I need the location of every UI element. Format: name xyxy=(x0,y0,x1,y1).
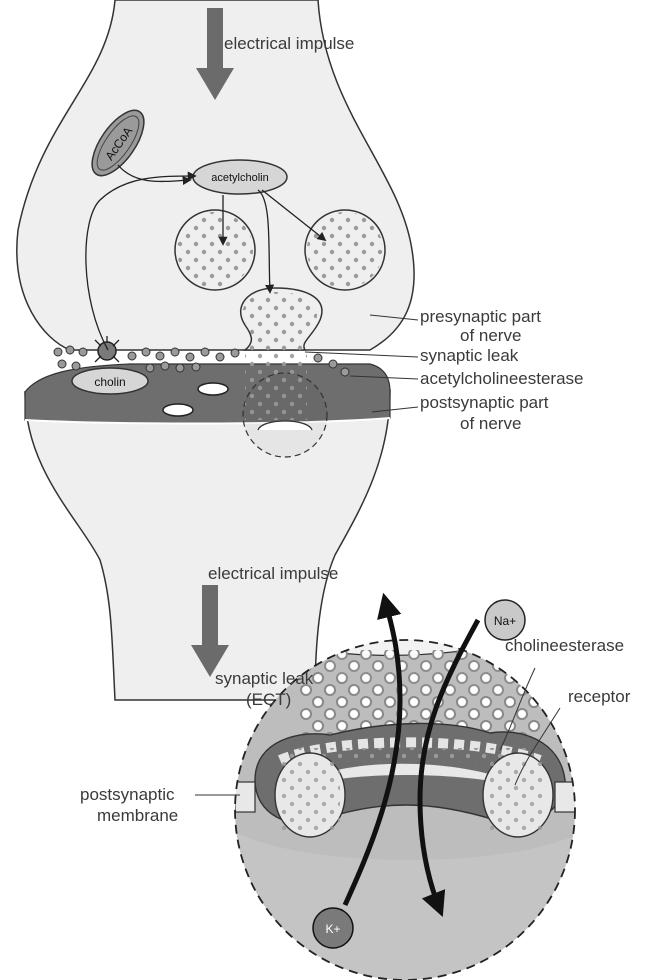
synaptic-leak-ect-label-line2: (ECT) xyxy=(246,690,291,710)
acetylcholin-label: acetylcholin xyxy=(211,172,268,184)
postsynaptic-membrane-label-line1: postsynaptic xyxy=(80,785,175,805)
presynaptic-label-line2: of nerve xyxy=(460,326,521,346)
cholineesterase-label: cholineesterase xyxy=(505,636,624,656)
receptor-label: receptor xyxy=(568,687,630,707)
na-ion-label: Na+ xyxy=(494,614,516,628)
acetylcholineesterase-label: acetylcholineesterase xyxy=(420,369,583,389)
membrane-pore xyxy=(198,383,228,395)
electrical-impulse-label-bottom: electrical impulse xyxy=(208,564,338,584)
postsynaptic-label-line1: postsynaptic part xyxy=(420,393,549,413)
synaptic-leak-label: synaptic leak xyxy=(420,346,518,366)
electrical-impulse-label-top: electrical impulse xyxy=(224,34,354,54)
synaptic-leak-ect-label-line1: synaptic leak xyxy=(215,669,313,689)
postsynaptic-membrane-label-line2: membrane xyxy=(97,806,178,826)
cholin-label: cholin xyxy=(94,375,125,389)
k-ion-label: K+ xyxy=(325,922,340,936)
presynaptic-label-line1: presynaptic part xyxy=(420,307,541,327)
postsynaptic-label-line2: of nerve xyxy=(460,414,521,434)
membrane-pore xyxy=(163,404,193,416)
